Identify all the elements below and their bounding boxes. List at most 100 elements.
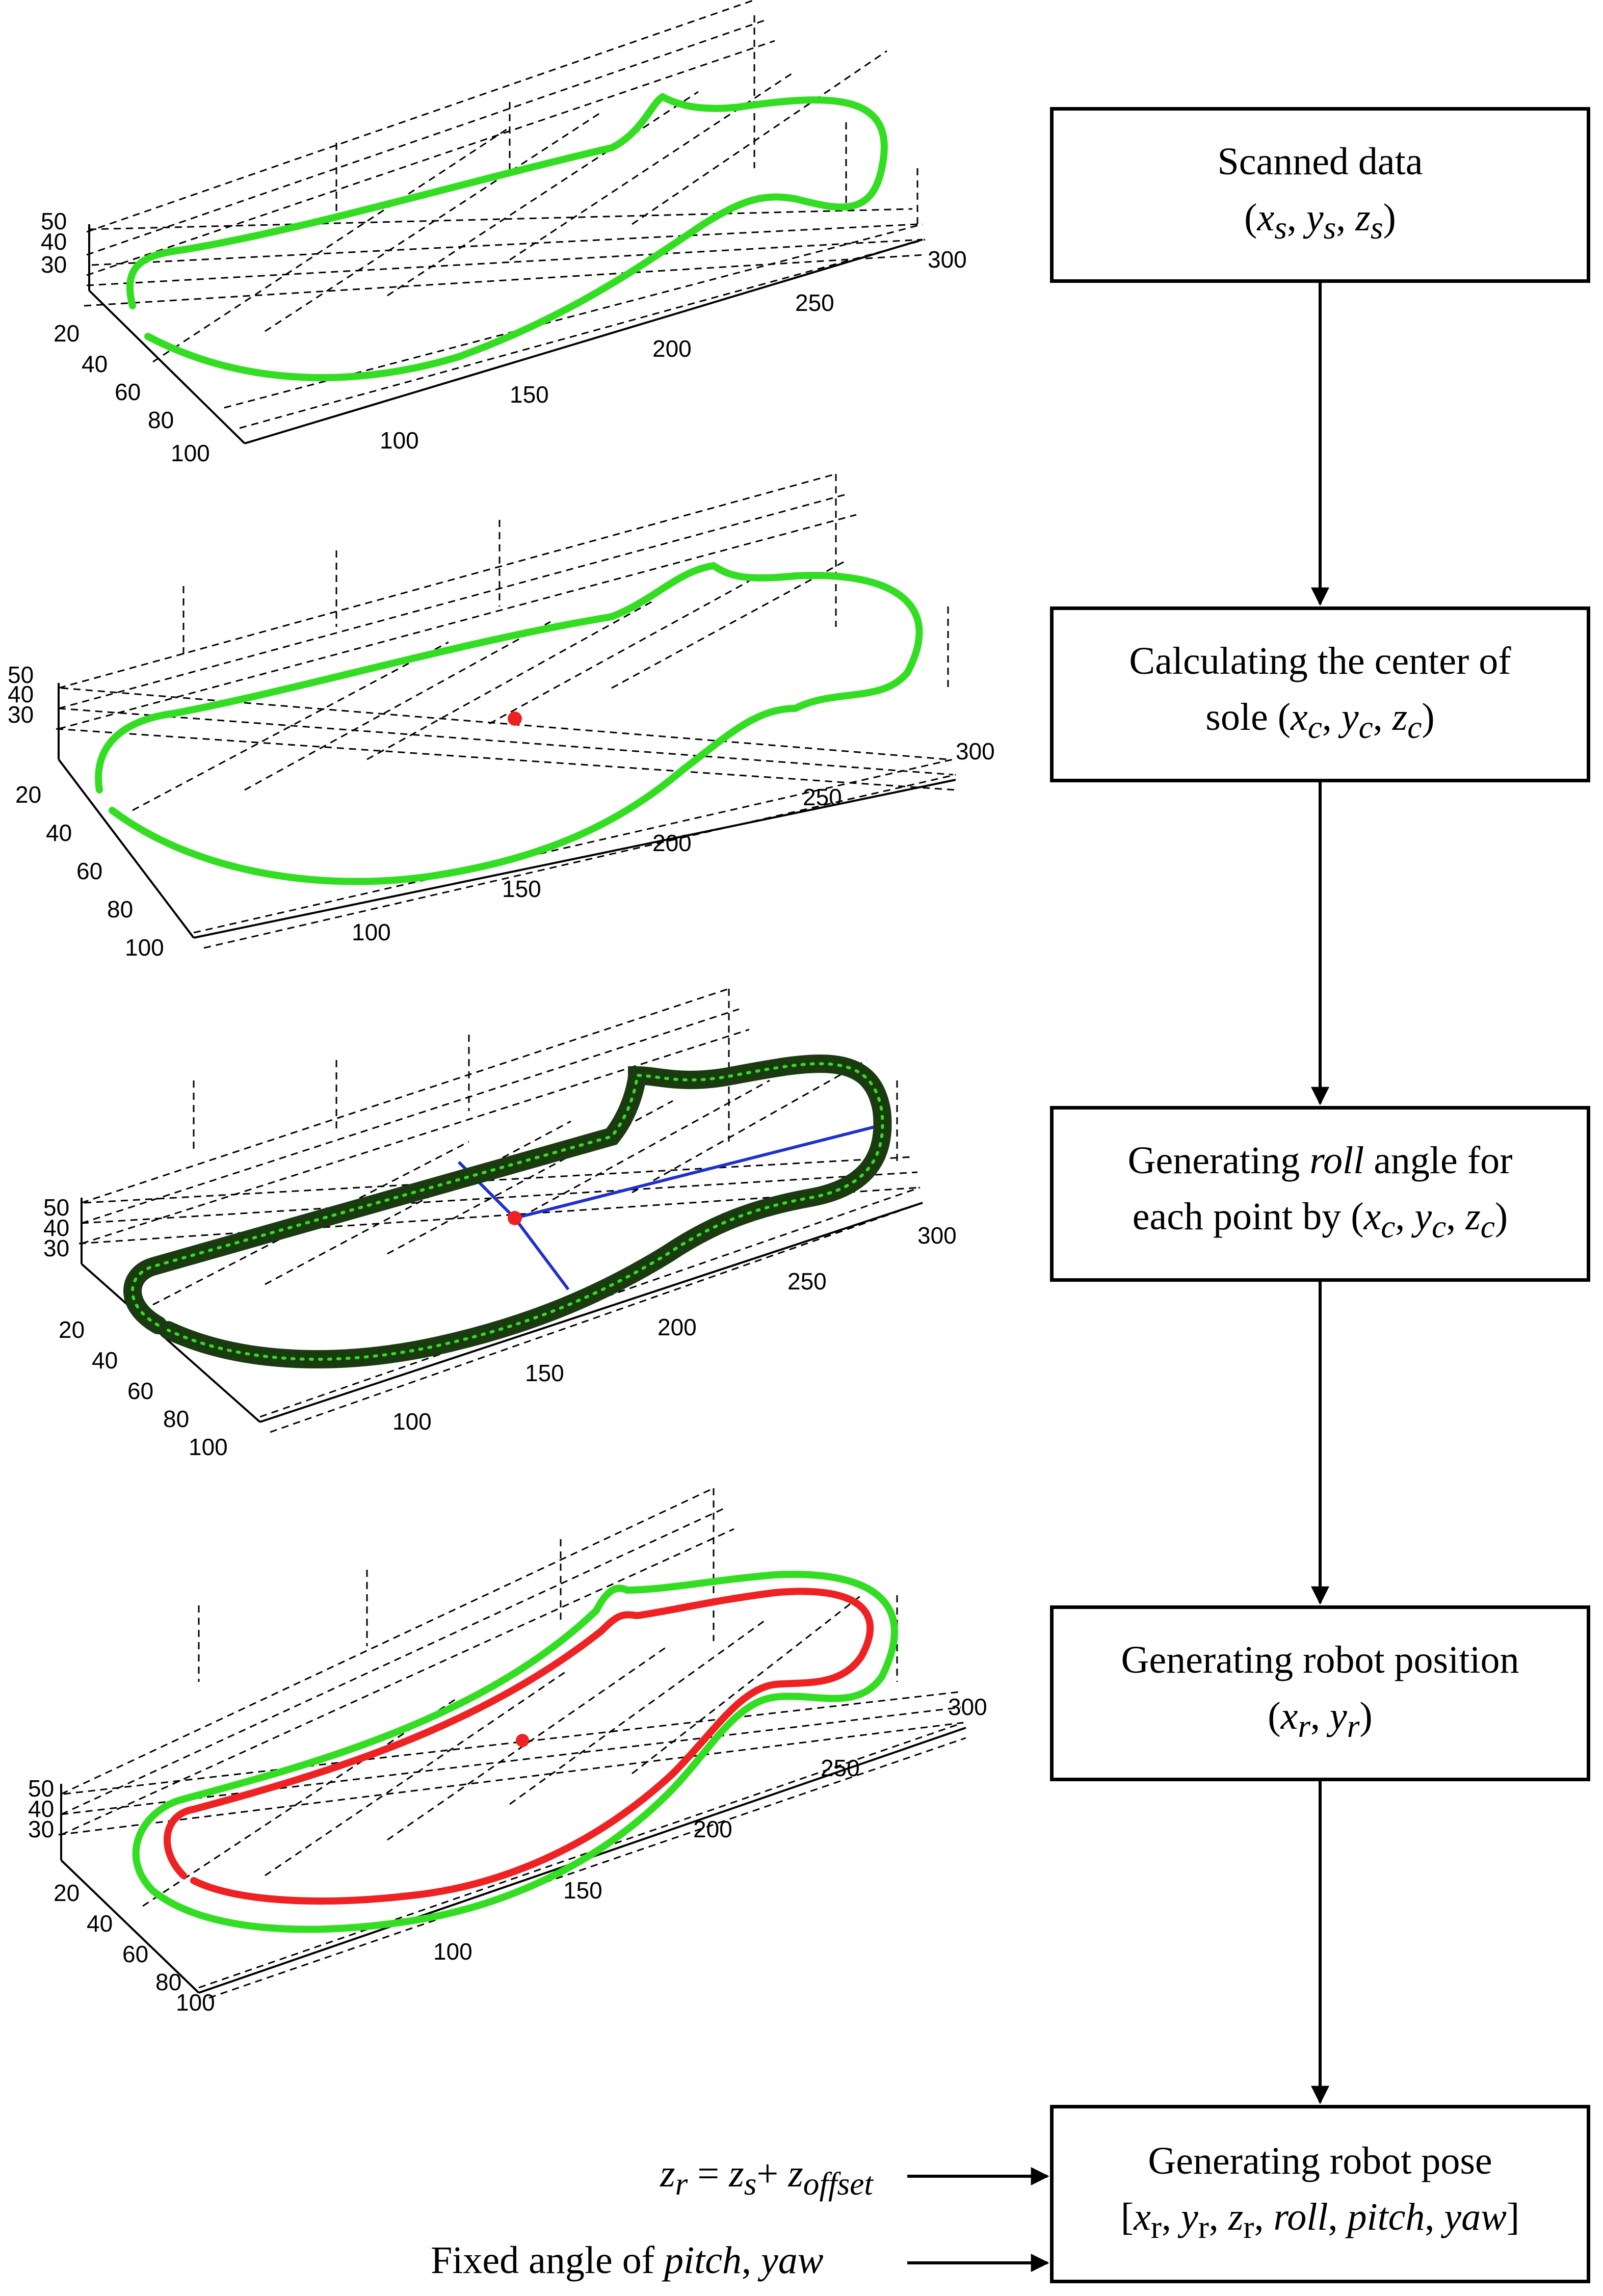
y-tick-labels: 20 40 60 80 100	[54, 320, 210, 466]
x-tick-200: 200	[652, 335, 692, 362]
step-line2: (xs, ys, zs)	[1244, 196, 1396, 246]
y-tick-20: 20	[54, 1880, 80, 1906]
robot-path	[164, 1588, 874, 1905]
grid	[56, 473, 956, 949]
step-robot-position: Generating robot position (xr, yr)	[1050, 1605, 1590, 1781]
step-roll-angle: Generating roll angle for each point by …	[1050, 1106, 1590, 1282]
plot-roll-angle: 50 40 30 20 40 60 80 100 100 150 200 250…	[0, 988, 1009, 1460]
step-line1: Generating robot pose	[1148, 2139, 1492, 2182]
step-line1: Scanned data	[1217, 140, 1423, 183]
fixed-angles-label: Fixed angle of pitch, yaw	[431, 2239, 824, 2282]
x-tick-100: 100	[392, 1408, 432, 1435]
x-tick-200: 200	[652, 830, 692, 856]
x-tick-200: 200	[693, 1816, 732, 1842]
y-tick-100: 100	[125, 934, 164, 961]
x-tick-labels: 100 150 200 250 300	[380, 246, 967, 454]
x-tick-250: 250	[795, 289, 834, 316]
z-tick-30: 30	[41, 251, 67, 278]
step-line2: each point by (xc, yc, zc)	[1132, 1195, 1508, 1245]
x-tick-250: 250	[821, 1755, 860, 1781]
step-line2: (xr, yr)	[1268, 1695, 1373, 1745]
x-tick-150: 150	[502, 876, 541, 902]
y-tick-20: 20	[15, 781, 41, 808]
z-tick-40: 40	[41, 228, 67, 255]
x-tick-250: 250	[803, 784, 842, 810]
axes	[81, 1198, 923, 1423]
y-tick-80: 80	[107, 896, 133, 922]
axes	[88, 224, 923, 444]
x-tick-150: 150	[563, 1877, 602, 1904]
z-tick-labels: 50 40 30	[28, 1775, 54, 1842]
z-tick-30: 30	[28, 1816, 54, 1842]
x-tick-100: 100	[380, 427, 419, 454]
z-tick-labels: 50 40 30	[8, 662, 34, 728]
step-line1: Calculating the center of	[1129, 640, 1511, 683]
x-tick-labels: 100 150 200 250 300	[392, 1222, 957, 1435]
step-line2: sole (xc, yc, zc)	[1205, 696, 1435, 746]
x-tick-300: 300	[948, 1694, 987, 1720]
x-tick-300: 300	[956, 738, 995, 764]
z-tick-50: 50	[43, 1194, 69, 1221]
x-tick-150: 150	[525, 1360, 564, 1386]
z-formula-label: zr = zs+ zoffset	[660, 2152, 873, 2202]
y-tick-60: 60	[127, 1378, 153, 1404]
z-tick-40: 40	[43, 1215, 69, 1241]
center-point	[508, 1211, 522, 1225]
plot-robot-position-svg: 50 40 30 20 40 60 80 100 100 150 200 250…	[28, 1487, 987, 2016]
y-tick-100: 100	[176, 1989, 215, 2016]
sole-outline	[132, 1571, 898, 1933]
x-tick-200: 200	[658, 1314, 697, 1340]
axes	[58, 683, 956, 939]
z-tick-50: 50	[28, 1775, 54, 1802]
y-tick-100: 100	[189, 1434, 228, 1460]
plot-center: 50 40 30 20 40 60 80 100 100 150 200 250…	[0, 473, 1009, 986]
z-tick-labels: 50 40 30	[43, 1194, 69, 1261]
x-tick-300: 300	[917, 1222, 957, 1249]
y-tick-20: 20	[54, 320, 80, 347]
z-tick-30: 30	[43, 1235, 69, 1261]
y-tick-80: 80	[163, 1406, 189, 1432]
step-line1: Generating robot position	[1121, 1639, 1519, 1682]
y-tick-40: 40	[92, 1347, 118, 1374]
y-tick-100: 100	[171, 440, 210, 466]
plot-scanned-data-svg: 50 40 30 20 40 60 80 100 100 150 200 250…	[41, 0, 967, 466]
y-tick-60: 60	[76, 858, 102, 884]
y-tick-labels: 20 40 60 80 100	[59, 1316, 228, 1460]
z-tick-50: 50	[41, 208, 67, 234]
grid	[58, 1487, 966, 1999]
x-tick-100: 100	[433, 1938, 472, 1965]
z-tick-40: 40	[8, 681, 34, 707]
y-tick-60: 60	[122, 1941, 148, 1967]
center-point	[508, 711, 522, 726]
sole-outline	[95, 562, 923, 885]
plot-roll-angle-svg: 50 40 30 20 40 60 80 100 100 150 200 250…	[43, 988, 957, 1460]
y-tick-80: 80	[148, 407, 174, 433]
x-tick-250: 250	[787, 1268, 827, 1295]
y-tick-40: 40	[87, 1910, 113, 1937]
step-line1: Generating roll angle for	[1127, 1139, 1513, 1182]
x-tick-labels: 100 150 200 250 300	[352, 738, 995, 945]
sole-outline	[131, 1062, 884, 1361]
roll-line	[514, 1125, 877, 1220]
y-tick-40: 40	[82, 351, 108, 377]
step-robot-pose: Generating robot pose [xr, yr, zr, roll,…	[1050, 2105, 1590, 2283]
z-tick-40: 40	[28, 1796, 54, 1822]
x-tick-labels: 100 150 200 250 300	[433, 1694, 987, 1965]
z-tick-30: 30	[8, 701, 34, 728]
center-point	[516, 1734, 529, 1747]
plot-center-svg: 50 40 30 20 40 60 80 100 100 150 200 250…	[8, 473, 995, 961]
y-tick-80: 80	[155, 1969, 181, 1995]
x-tick-100: 100	[352, 919, 391, 945]
plot-scanned-data: 50 40 30 20 40 60 80 100 100 150 200 250…	[0, 0, 999, 492]
y-tick-40: 40	[46, 820, 72, 846]
y-tick-labels: 20 40 60 80 100	[54, 1880, 215, 2016]
z-tick-labels: 50 40 30	[41, 208, 67, 278]
sole-outline	[126, 93, 888, 381]
step-center-of-sole: Calculating the center of sole (xc, yc, …	[1050, 606, 1590, 782]
grid	[84, 0, 926, 429]
x-tick-150: 150	[510, 381, 549, 408]
x-tick-300: 300	[928, 246, 967, 273]
y-tick-60: 60	[115, 379, 141, 405]
roll-line	[513, 1217, 570, 1290]
